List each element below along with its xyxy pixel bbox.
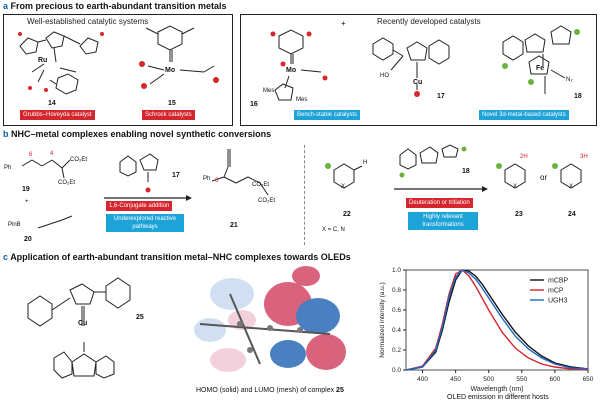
y-tick-label: 0.0 [392,367,401,374]
substrate-22-structure [325,163,363,189]
substrate-22-number: 22 [343,211,351,218]
x-tick-label: 550 [516,376,527,383]
y-tick-label: 0.6 [392,307,401,314]
x-tick-label: 650 [583,376,594,383]
underexplored-tag: Underexplored reactive pathways [106,214,184,232]
y-tick-label: 0.2 [392,347,401,354]
n2-18-label: N₂ [566,77,573,83]
compound-18-structure [502,25,580,94]
fe-18-label: Fe [536,65,545,72]
bench-stable-tag: Bench-stable catalysts [294,110,361,120]
series-line-mcbp [405,269,589,371]
chart-frame [405,269,589,371]
ph-label: Ph [4,165,12,171]
position-6-product: 6 [215,178,219,184]
product-21-number: 21 [230,222,238,229]
mo-16-label: Mo [286,67,297,74]
relevant-transformations-tag: Highly relevant transformations [408,212,478,230]
tritium-label: 3H [580,154,588,160]
x-label-23: X [513,184,518,190]
section-b-divider [304,145,305,245]
reagent-20-number: 20 [24,236,32,243]
x-label-24: X [569,184,574,190]
complex-25-structure [27,277,131,379]
x-tick-label: 450 [450,376,461,383]
x-tick-label: 600 [549,376,560,383]
chart-caption: OLED emission in different hosts [447,394,549,401]
compound-15-number: 15 [168,100,176,107]
section-c-title: c Application of earth-abundant transiti… [3,252,351,262]
compound-17-structure [372,37,450,97]
y-tick-label: 0.8 [392,287,401,294]
established-catalysts-box: Well-established catalytic systems [3,14,233,126]
catalyst-18-ref: 18 [462,168,470,175]
series-line-ugh3 [405,269,589,371]
products-23-24-structure [496,163,582,189]
deuteration-tag: Deuteration or tritiation [406,198,473,208]
novel-3d-metal-tag: Novel 3d-metal-based catalysts [479,110,569,120]
mes-label-a: Mes [263,88,275,94]
product-21-structure [211,149,269,196]
legend-label-mcp: mCP [548,288,564,295]
ester-label-21b: CO₂Et [258,198,275,204]
compound-16-charge: + [341,19,346,28]
catalyst-17-mini-structure [104,153,192,201]
complex-25-number: 25 [136,314,144,321]
or-label: or [540,173,548,182]
ester-label-19a: CO₂Et [70,157,87,163]
cu-17-label: Cu [413,79,423,86]
compound-14-structure [18,31,104,95]
substrate-19-number: 19 [22,186,30,193]
emission-chart: 400 450 500 550 600 650 0.0 0.2 0.4 0.6 0.8 1.0Wave… [379,267,594,393]
x-equals-note: X = C, N [322,227,345,233]
section-b-title: b NHC–metal complexes enabling novel syn… [3,129,272,139]
ru-metal-label: Ru [38,57,48,64]
y-tick-label: 0.4 [392,327,401,334]
catalyst-18-mini-structure [394,144,488,192]
pinb-label: PinB [8,222,21,228]
ho-label: HO [380,73,389,79]
deuterium-label: 2H [520,154,528,160]
recent-heading: Recently developed catalysts [377,17,481,26]
established-heading: Well-established catalytic systems [27,17,149,26]
x-tick-label: 500 [483,376,494,383]
y-axis-label: Normalized intensity (a.u.) [379,282,386,358]
schrock-tag: Schrock catalysts [142,110,195,120]
ester-label-21a: CO₂Et [252,182,269,188]
x-axis-label: Wavelength (nm) [470,386,523,393]
section-a-title: a From precious to earth-abundant transi… [3,1,227,11]
compound-18-number: 18 [574,93,582,100]
mo-metal-label: Mo [165,67,176,74]
ph-21-label: Ph [203,176,211,182]
orbital-rendering [194,266,346,372]
position-4-label: 4 [50,151,54,157]
y-tick-label: 1.0 [392,267,401,274]
product-23-number: 23 [515,211,523,218]
product-24-number: 24 [568,211,576,218]
catalyst-17-ref: 17 [172,172,180,179]
plus-sign: + [25,199,29,205]
substrate-19-20-structure [21,159,73,229]
cu-25-label: Cu [78,320,88,327]
x-tick-label: 400 [417,376,428,383]
compound-17-number: 17 [437,93,445,100]
compound-15-structure [139,25,219,89]
compound-16-structure [270,29,328,101]
compound-16-number: 16 [250,101,258,108]
compound-14-number: 14 [48,100,56,107]
h-label-22: H [363,160,368,166]
x-label-22: X [341,184,346,190]
series-line-mcp [405,269,589,371]
mes-label-b: Mes [296,97,308,103]
conjugate-addition-tag: 1,6-Conjugate addition [106,201,173,211]
grubbs-hoveyda-tag: Grubbs–Hoveyda catalyst [20,110,95,120]
legend-label-mcbp: mCBP [548,278,569,285]
legend-label-ugh3: UGH3 [548,298,568,305]
ester-label-19b: CO₂Et [58,180,75,186]
orbital-caption: HOMO (solid) and LUMO (mesh) of complex … [196,387,344,394]
recent-catalysts-box: Recently developed catalysts [240,14,597,126]
position-6-label: 6 [29,152,33,158]
